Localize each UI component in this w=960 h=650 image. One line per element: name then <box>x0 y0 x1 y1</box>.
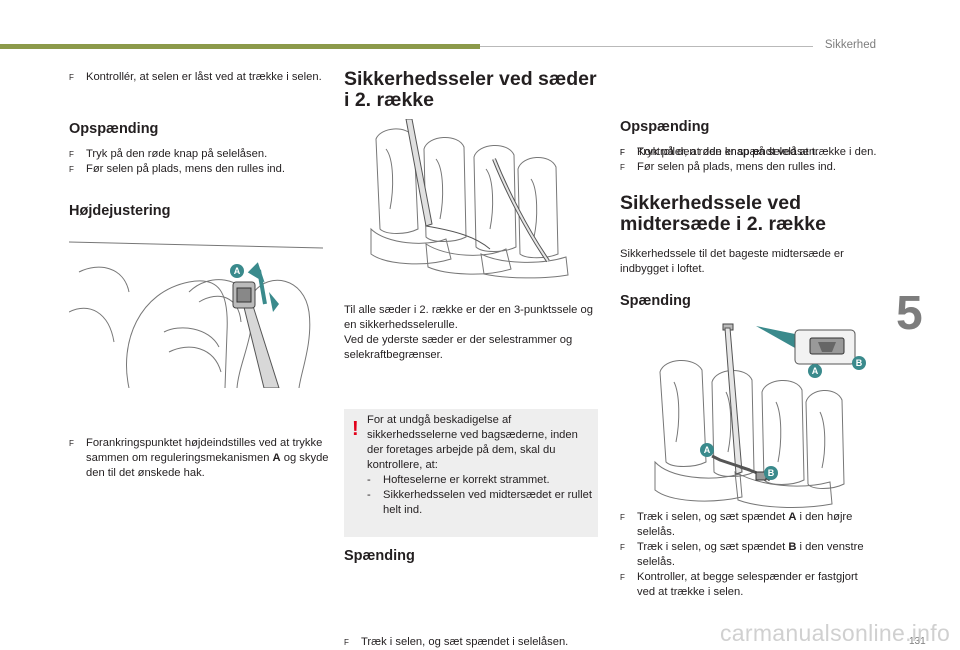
heading-midtersaede: Sikkerhedssele ved midtersæde i 2. række <box>620 192 826 235</box>
warning-text: For at undgå beskadigelse af sikkerhedss… <box>367 414 592 516</box>
height-adjust-illustration <box>69 232 323 388</box>
check-bullet: F Kontrollér, at selen er låst ved at tr… <box>69 71 322 83</box>
bullet-icon: F <box>620 543 625 552</box>
middle-seat-illustration <box>650 322 870 510</box>
badge-a-top: A <box>808 364 822 378</box>
bullet-icon: F <box>69 165 74 174</box>
warning-list-item: -Sikkerhedsselen ved midtersædet er rull… <box>367 489 592 516</box>
badge-b-bottom: B <box>764 466 778 480</box>
bullet-icon: F <box>620 148 625 157</box>
bullet-icon: F <box>344 638 349 647</box>
heading-hojdejustering: Højdejustering <box>69 203 171 219</box>
badge-b-top: B <box>852 356 866 370</box>
badge-a: A <box>230 264 244 278</box>
header-rule <box>480 46 813 47</box>
heading-spaending: Spænding <box>344 548 415 564</box>
warning-icon: ! <box>352 418 359 440</box>
warning-list-item: -Hofteselerne er korrekt strammet. <box>367 474 550 486</box>
bullet-icon: F <box>620 513 625 522</box>
bullet-icon: F <box>620 573 625 582</box>
heading-opspaending: Opspænding <box>69 121 159 137</box>
warning-box <box>344 409 598 537</box>
badge-a-bottom: A <box>700 443 714 457</box>
midt-paragraph: Sikkerhedssele til det bageste midtersæd… <box>620 248 844 275</box>
watermark: carmanualsonline.info <box>720 620 951 646</box>
section-title: Sikkerhed <box>824 39 876 51</box>
header-accent-bar <box>0 44 480 49</box>
heading-opspaending-2: Opspænding <box>620 119 710 135</box>
heading-spaending-2: Spænding <box>620 293 691 309</box>
bullet-icon: F <box>69 439 74 448</box>
intro-paragraph: Til alle sæder i 2. række er der en 3-pu… <box>344 304 593 361</box>
heading-main: Sikkerhedsseler ved sæder i 2. række <box>344 68 597 111</box>
hojde-bullet: F Forankringspunktet højdeindstilles ved… <box>69 437 329 479</box>
check-bullet-2: F Kontroller, at den er spændt ved at tr… <box>620 146 877 158</box>
bullet-icon: F <box>620 163 625 172</box>
spaending-bullet: F Træk i selen, og sæt spændet i selelås… <box>344 636 569 648</box>
chapter-number: 5 <box>896 287 923 340</box>
page-number: 131 <box>909 636 926 647</box>
bullet-icon: F <box>69 73 74 82</box>
bullet-icon: F <box>69 150 74 159</box>
rear-seats-illustration <box>366 119 576 279</box>
bullet-icon: F <box>620 148 625 157</box>
